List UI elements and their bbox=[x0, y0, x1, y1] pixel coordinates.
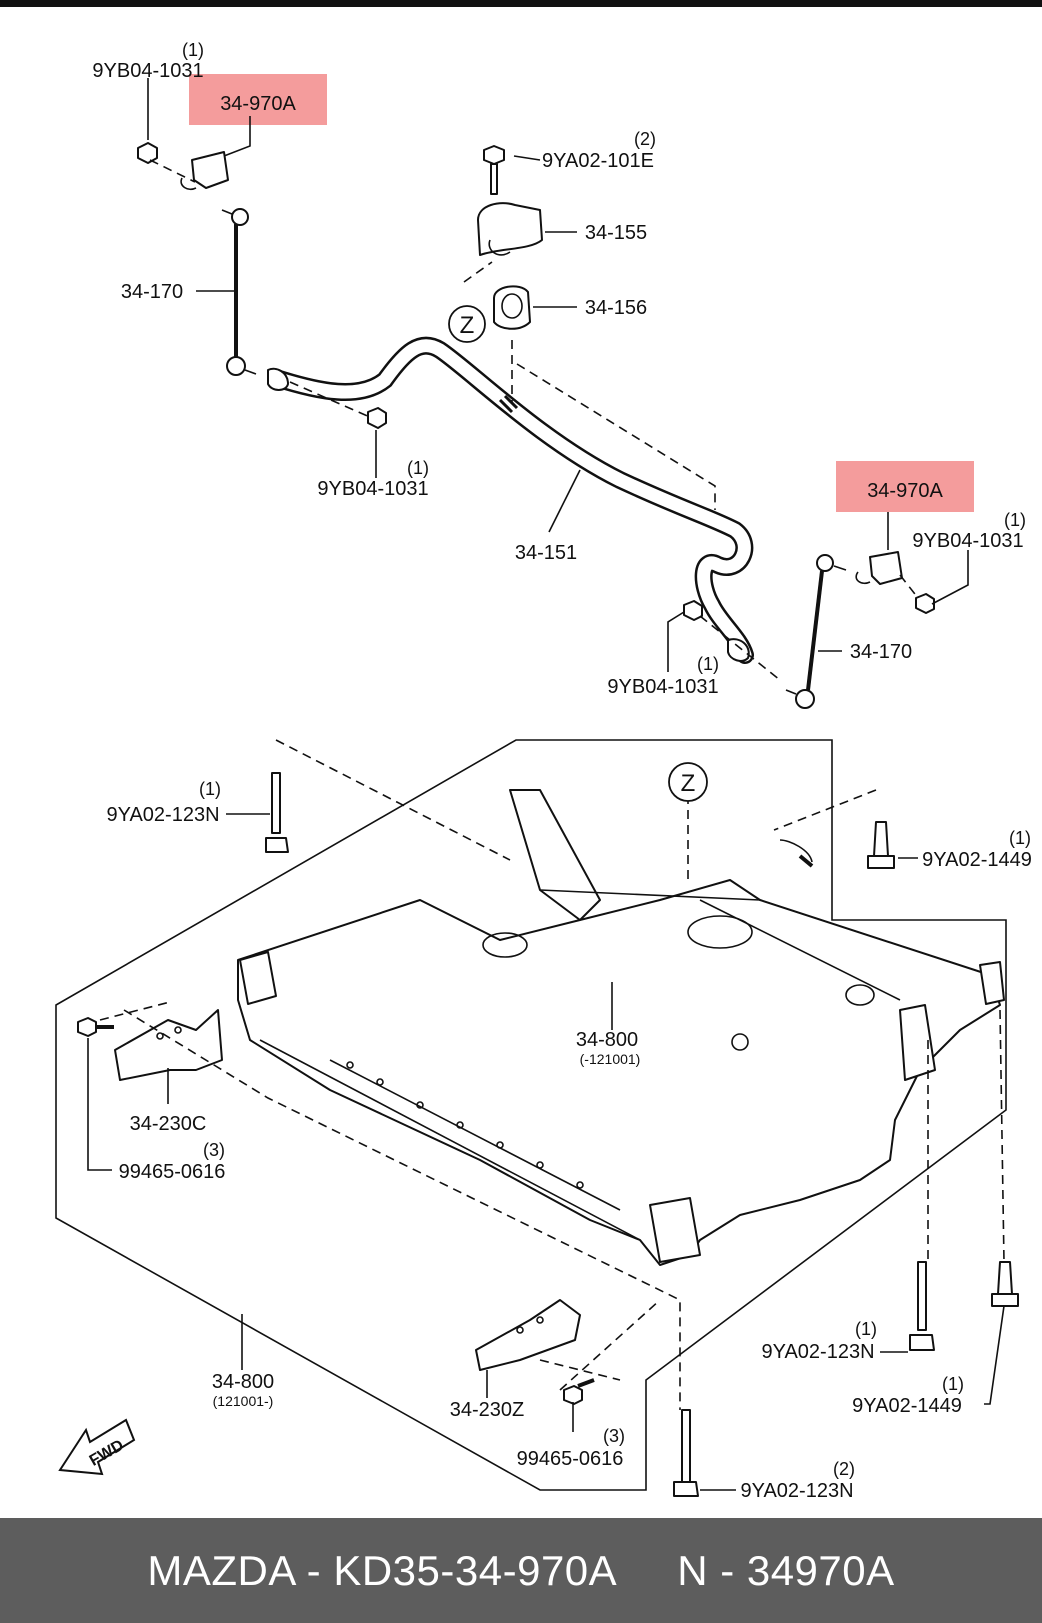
callout-qty: (1) bbox=[697, 654, 719, 674]
callout-part-number[interactable]: 34-156 bbox=[585, 297, 647, 319]
callout-part-number[interactable]: 34-230Z bbox=[450, 1399, 525, 1421]
callout-part-number-highlighted[interactable]: 34-970A bbox=[867, 480, 943, 502]
footer-catalog-number: N - 34970A bbox=[677, 1546, 895, 1594]
callout-part-number[interactable]: 9YA02-123N bbox=[106, 804, 219, 826]
highlight-box bbox=[189, 74, 327, 125]
bolt-part bbox=[563, 1378, 595, 1405]
callout-part-number[interactable]: 34-800 bbox=[212, 1371, 274, 1393]
parts-diagram: Z bbox=[55, 40, 1032, 1502]
callout-qty: (1) bbox=[407, 458, 429, 478]
callout-part-number[interactable]: 9YB04-1031 bbox=[912, 530, 1023, 552]
bolt-part bbox=[909, 1261, 935, 1351]
ref-marker-z: Z bbox=[668, 762, 708, 802]
nut-part bbox=[367, 407, 387, 429]
callout-qty: (2) bbox=[634, 129, 656, 149]
callout-part-number[interactable]: 9YA02-101E bbox=[542, 150, 654, 172]
link-bushing-part[interactable] bbox=[855, 551, 903, 585]
callout-part-number[interactable]: 9YA02-123N bbox=[740, 1480, 853, 1502]
callout-note: (-121001) bbox=[580, 1051, 641, 1067]
nut-part bbox=[683, 600, 703, 621]
footer-oem-part-number: MAZDA - KD35-34-970A bbox=[147, 1546, 618, 1594]
callout-part-number[interactable]: 9YA02-123N bbox=[761, 1341, 874, 1363]
bolt-part bbox=[991, 1261, 1019, 1307]
stabilizer-link-part[interactable] bbox=[785, 554, 847, 709]
stabilizer-link-part[interactable] bbox=[221, 208, 257, 376]
callout-part-number[interactable]: 34-800 bbox=[576, 1029, 638, 1051]
highlight-box bbox=[836, 461, 974, 512]
nut-part bbox=[137, 142, 158, 164]
stabilizer-bushing-part[interactable] bbox=[493, 285, 531, 330]
callout-note: (121001-) bbox=[213, 1393, 274, 1409]
assembly-boundary bbox=[55, 739, 1007, 1491]
bolt-part bbox=[867, 821, 895, 869]
callout-part-number[interactable]: 34-155 bbox=[585, 222, 647, 244]
callout-part-number[interactable]: 34-170 bbox=[850, 641, 912, 663]
callout-part-number-highlighted[interactable]: 34-970A bbox=[220, 93, 296, 115]
callout-part-number[interactable]: 34-151 bbox=[515, 542, 577, 564]
callout-part-number[interactable]: 9YB04-1031 bbox=[607, 676, 718, 698]
link-bushing-part[interactable] bbox=[180, 151, 229, 191]
part-number-footer: MAZDA - KD35-34-970A N - 34970A bbox=[0, 1518, 1042, 1623]
nut-part bbox=[915, 593, 935, 614]
callout-qty: (1) bbox=[199, 779, 221, 799]
callout-qty: (2) bbox=[833, 1459, 855, 1479]
stabilizer-bar-part[interactable] bbox=[267, 336, 754, 664]
bolt-part bbox=[265, 772, 289, 853]
bracket-part[interactable] bbox=[114, 1009, 223, 1081]
callout-part-number[interactable]: 9YA02-1449 bbox=[852, 1395, 962, 1417]
callout-qty: (3) bbox=[203, 1140, 225, 1160]
ref-marker-z: Z bbox=[448, 305, 486, 343]
callout-part-number[interactable]: 99465-0616 bbox=[517, 1448, 624, 1470]
callout-part-number[interactable]: 9YB04-1031 bbox=[92, 60, 203, 82]
callout-part-number[interactable]: 34-170 bbox=[121, 281, 183, 303]
bolt-part bbox=[483, 145, 505, 195]
callout-qty: (1) bbox=[1009, 828, 1031, 848]
callout-qty: (1) bbox=[942, 1374, 964, 1394]
callout-qty: (1) bbox=[1004, 510, 1026, 530]
callout-qty: (1) bbox=[855, 1319, 877, 1339]
fwd-arrow-icon: FWD bbox=[58, 1418, 136, 1476]
callout-part-number[interactable]: 9YB04-1031 bbox=[317, 478, 428, 500]
bolt-part bbox=[673, 1409, 699, 1497]
top-border bbox=[0, 0, 1042, 7]
callout-part-number[interactable]: 9YA02-1449 bbox=[922, 849, 1032, 871]
ref-marker-z-label: Z bbox=[681, 770, 696, 797]
bracket-part[interactable] bbox=[475, 1299, 581, 1371]
callout-part-number[interactable]: 99465-0616 bbox=[119, 1161, 226, 1183]
callout-qty: (1) bbox=[182, 40, 204, 60]
ref-marker-z-label: Z bbox=[460, 312, 475, 339]
callout-part-number[interactable]: 34-230C bbox=[130, 1113, 207, 1135]
front-subframe-part[interactable] bbox=[237, 789, 1005, 1266]
callout-qty: (3) bbox=[603, 1426, 625, 1446]
stabilizer-clamp-part[interactable] bbox=[477, 202, 543, 256]
bolt-part bbox=[77, 1017, 114, 1037]
